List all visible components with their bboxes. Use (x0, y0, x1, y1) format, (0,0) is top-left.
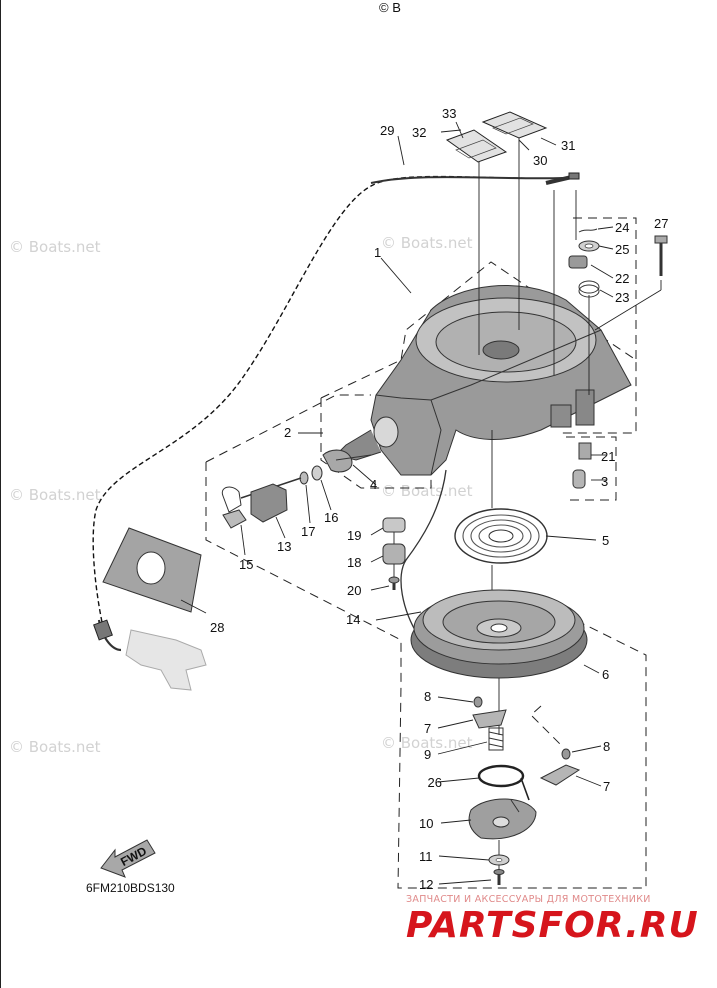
callout-7: 7 (603, 779, 610, 794)
callout-9: 9 (424, 747, 431, 762)
pawl-parts (472, 696, 581, 786)
callout-8: 8 (603, 739, 610, 754)
group-boundaries (205, 217, 647, 889)
diagram-code: 6FM210BDS130 (86, 881, 175, 895)
callout-1: 1 (374, 245, 381, 260)
watermark: © Boats.net (9, 238, 101, 256)
throttle-cable (92, 172, 580, 641)
copyright-mark: © B (379, 0, 401, 15)
brand-logo[interactable]: PARTSFOR.RU (406, 905, 699, 946)
callout-26: 26 (428, 775, 442, 790)
drive-plate (468, 798, 537, 840)
callout-18: 18 (347, 555, 361, 570)
spiral-spring (454, 508, 548, 564)
callout-19: 19 (347, 528, 361, 543)
cover-plate (102, 527, 202, 613)
watermark: © Boats.net (381, 482, 473, 500)
starter-case (335, 285, 632, 476)
upper-small-parts (568, 228, 668, 489)
callout-12: 12 (419, 877, 433, 892)
callout-22: 22 (615, 271, 629, 286)
callout-7: 7 (424, 721, 431, 736)
callout-6: 6 (602, 667, 609, 682)
callout-20: 20 (347, 583, 361, 598)
callout-23: 23 (615, 290, 629, 305)
callout-25: 25 (615, 242, 629, 257)
callout-29: 29 (380, 123, 394, 138)
callout-5: 5 (602, 533, 609, 548)
callout-leaders (180, 121, 614, 885)
callout-21: 21 (601, 449, 615, 464)
decal-labels (445, 111, 548, 163)
callout-33: 33 (442, 106, 456, 121)
return-spring (477, 764, 530, 801)
callout-15: 15 (239, 557, 253, 572)
callout-2: 2 (284, 425, 291, 440)
bushing-stack (382, 517, 406, 590)
callout-numbers: 29 1 2 3 4 5 6 7 7 8 8 9 10 11 12 13 14 … (210, 106, 668, 892)
callout-27: 27 (654, 216, 668, 231)
cable-bracket (93, 619, 207, 691)
washer-and-bolt (488, 854, 510, 885)
brand-caption: ЗАПЧАСТИ И АКСЕССУАРЫ ДЛЯ МОТОТЕХНИКИ (406, 894, 651, 905)
callout-10: 10 (419, 816, 433, 831)
handle-assembly (221, 449, 372, 529)
callout-14: 14 (346, 612, 360, 627)
callout-13: 13 (277, 539, 291, 554)
callout-24: 24 (615, 220, 629, 235)
callout-16: 16 (324, 510, 338, 525)
watermark: © Boats.net (9, 486, 101, 504)
callout-30: 30 (533, 153, 547, 168)
callout-11: 11 (419, 849, 433, 864)
callout-8: 8 (424, 689, 431, 704)
fwd-arrow-icon: FWD (100, 839, 156, 878)
drum-sheave (410, 589, 588, 679)
callout-17: 17 (301, 524, 315, 539)
callout-28: 28 (210, 620, 224, 635)
callout-4: 4 (370, 477, 377, 492)
starter-rope (400, 469, 447, 641)
callout-3: 3 (601, 474, 608, 489)
watermark: © Boats.net (381, 234, 473, 252)
callout-31: 31 (561, 138, 575, 153)
callout-32: 32 (412, 125, 426, 140)
watermark: © Boats.net (381, 734, 473, 752)
watermark: © Boats.net (9, 738, 101, 756)
